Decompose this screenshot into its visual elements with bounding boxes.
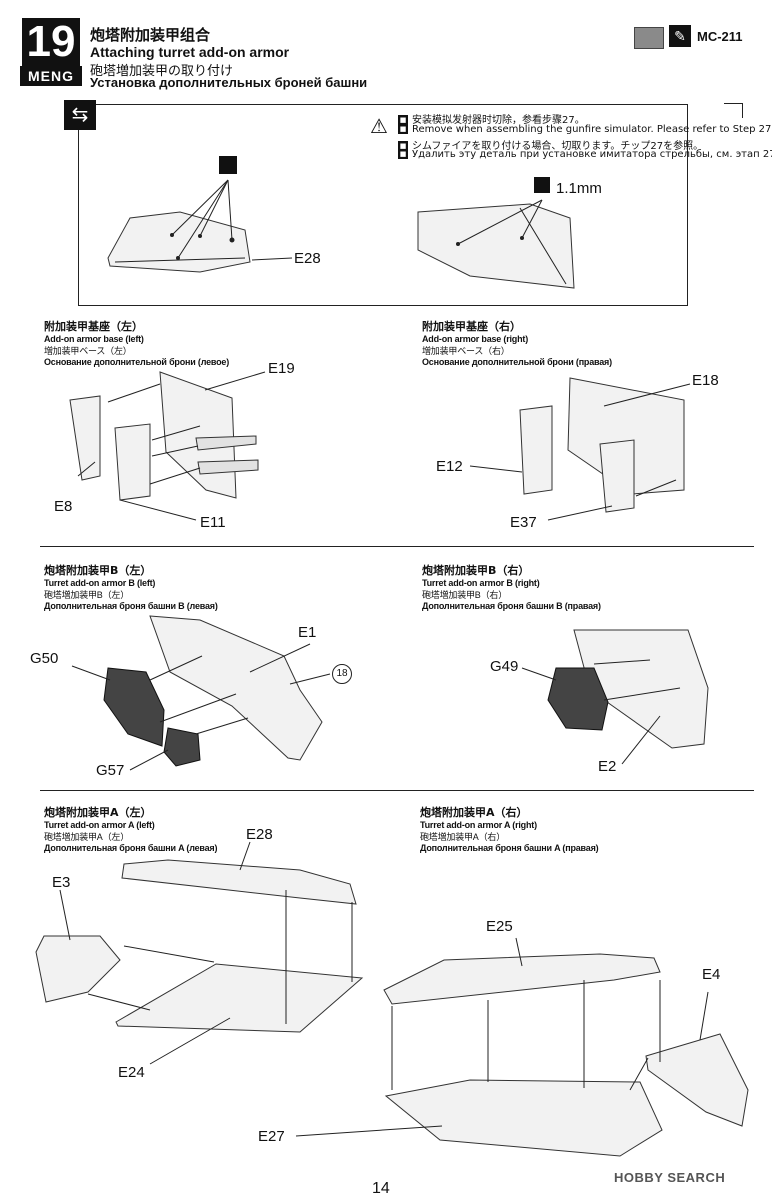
notice-text: Удалить эту деталь при установке имитато… bbox=[412, 149, 772, 160]
heading-cn: 炮塔附加装甲B（右） bbox=[422, 564, 530, 577]
base-left-drawing bbox=[69, 371, 266, 521]
part-label-e2: E2 bbox=[598, 758, 617, 775]
drill-size: 1.1mm bbox=[556, 180, 602, 197]
section-armor-a-right-header: 炮塔附加装甲A（右） Turret add-on armor A (right)… bbox=[420, 804, 599, 853]
section-divider bbox=[40, 546, 754, 547]
flag-jp-icon: ■ bbox=[398, 141, 408, 151]
heading-ru: Дополнительная броня башни B (левая) bbox=[44, 601, 218, 611]
section-armor-b-left-header: 炮塔附加装甲B（左） Turret add-on armor B (left) … bbox=[44, 562, 218, 611]
heading-ru: Основание дополнительной брони (левое) bbox=[44, 357, 230, 367]
heading-ru: Основание дополнительной брони (правая) bbox=[422, 357, 612, 367]
section-armor-a-left-header: 炮塔附加装甲A（左） Turret add-on armor A (left) … bbox=[44, 804, 217, 853]
heading-en: Turret add-on armor A (left) bbox=[44, 820, 155, 830]
page-number: 14 bbox=[372, 1180, 390, 1197]
section-armor-b-right-header: 炮塔附加装甲B（右） Turret add-on armor B (right)… bbox=[422, 562, 601, 611]
armor-b-right-drawing bbox=[521, 629, 709, 765]
heading-jp: 増加装甲ベース（左） bbox=[44, 346, 132, 356]
heading-en: Turret add-on armor B (right) bbox=[422, 578, 540, 588]
part-label-e8: E8 bbox=[54, 498, 73, 515]
e28-plate-drawing bbox=[107, 156, 293, 273]
armor-b-left-drawing bbox=[71, 615, 331, 771]
section-base-left-header: 附加装甲基座（左） Add-on armor base (left) 増加装甲ベ… bbox=[44, 318, 229, 367]
notice-line-ru: ■ Удалить эту деталь при установке имитат… bbox=[398, 149, 772, 160]
notice-text: 安装模拟发射器时切除，参看步骤27。 bbox=[412, 115, 585, 126]
part-label-g50: G50 bbox=[30, 650, 59, 667]
model-code: MC-211 bbox=[697, 29, 743, 44]
heading-ru: Дополнительная броня башни A (правая) bbox=[420, 843, 599, 853]
part-label-e28: E28 bbox=[246, 826, 273, 843]
notice-line-en: ■ Remove when assembling the gunfire simu… bbox=[398, 124, 772, 135]
notice-frame bbox=[78, 104, 688, 306]
flag-en-icon: ■ bbox=[398, 124, 408, 134]
brush-icon: ✎ bbox=[669, 25, 691, 47]
brand-logo: MENG bbox=[20, 66, 82, 86]
part-label-e27: E27 bbox=[258, 1128, 285, 1145]
part-label-e1: E1 bbox=[298, 624, 317, 641]
notice-line-cn: ■ 安装模拟发射器时切除，参看步骤27。 bbox=[398, 111, 585, 126]
heading-jp: 増加装甲ベース（右） bbox=[422, 346, 510, 356]
part-label-e28: E28 bbox=[294, 250, 321, 267]
heading-cn: 炮塔附加装甲A（右） bbox=[420, 806, 528, 819]
part-label-e3: E3 bbox=[52, 874, 71, 891]
part-label-e37: E37 bbox=[510, 514, 537, 531]
notice-line-jp: ■ シムファイアを取り付ける場合、切取ります。チップ27を参照。 bbox=[398, 137, 703, 152]
part-label-e24: E24 bbox=[118, 1064, 145, 1081]
heading-jp: 砲塔増加装甲B（右） bbox=[422, 590, 508, 600]
heading-cn: 附加装甲基座（左） bbox=[44, 320, 143, 333]
corner-bracket bbox=[724, 103, 743, 118]
heading-jp: 砲塔増加装甲A（左） bbox=[44, 832, 130, 842]
warning-icon: ⚠ bbox=[370, 116, 388, 138]
heading-cn: 附加装甲基座（右） bbox=[422, 320, 521, 333]
drill-icon bbox=[534, 177, 550, 193]
notice-text: シムファイアを取り付ける場合、切取ります。チップ27を参照。 bbox=[412, 141, 704, 152]
heading-ru: Дополнительная броня башни A (левая) bbox=[44, 843, 218, 853]
part-label-e25: E25 bbox=[486, 918, 513, 935]
swap-arrows-icon: ⇆ bbox=[64, 100, 96, 130]
flag-cn-icon: ■ bbox=[398, 115, 408, 125]
paint-swatch bbox=[634, 27, 664, 49]
part-label-e18: E18 bbox=[692, 372, 719, 389]
heading-en: Add-on armor base (right) bbox=[422, 334, 529, 344]
part-label-e19: E19 bbox=[268, 360, 295, 377]
heading-en: Turret add-on armor B (left) bbox=[44, 578, 156, 588]
step-callout: 18 bbox=[332, 664, 352, 684]
part-label-e4: E4 bbox=[702, 966, 721, 983]
notice-text: Remove when assembling the gunfire simul… bbox=[412, 124, 772, 135]
base-right-drawing bbox=[469, 377, 691, 521]
title-en: Attaching turret add-on armor bbox=[90, 44, 290, 60]
heading-ru: Дополнительная броня башни B (правая) bbox=[422, 601, 601, 611]
heading-en: Turret add-on armor A (right) bbox=[420, 820, 537, 830]
heading-en: Add-on armor base (left) bbox=[44, 334, 144, 344]
section-base-right-header: 附加装甲基座（右） Add-on armor base (right) 増加装甲… bbox=[422, 318, 612, 367]
heading-cn: 炮塔附加装甲A（左） bbox=[44, 806, 152, 819]
watermark-logo: HOBBY SEARCH bbox=[614, 1170, 726, 1185]
part-label-e12: E12 bbox=[436, 458, 463, 475]
part-label-e11: E11 bbox=[200, 514, 226, 531]
heading-jp: 砲塔増加装甲B（左） bbox=[44, 590, 130, 600]
heading-jp: 砲塔増加装甲A（右） bbox=[420, 832, 506, 842]
title-ru: Установка дополнительных броней башни bbox=[90, 75, 368, 90]
title-cn: 炮塔附加装甲组合 bbox=[90, 26, 211, 44]
flag-ru-icon: ■ bbox=[398, 149, 408, 159]
drill-plate-drawing bbox=[417, 177, 575, 289]
armor-a-right-drawing bbox=[295, 937, 749, 1157]
section-divider bbox=[40, 790, 754, 791]
cut-icon bbox=[219, 156, 237, 174]
heading-cn: 炮塔附加装甲B（左） bbox=[44, 564, 152, 577]
step-number: 19 bbox=[22, 18, 80, 66]
title-jp: 砲塔増加装甲の取り付け bbox=[90, 64, 234, 79]
part-label-g49: G49 bbox=[490, 658, 519, 675]
armor-a-left-drawing bbox=[35, 841, 364, 1065]
part-label-g57: G57 bbox=[96, 762, 125, 779]
